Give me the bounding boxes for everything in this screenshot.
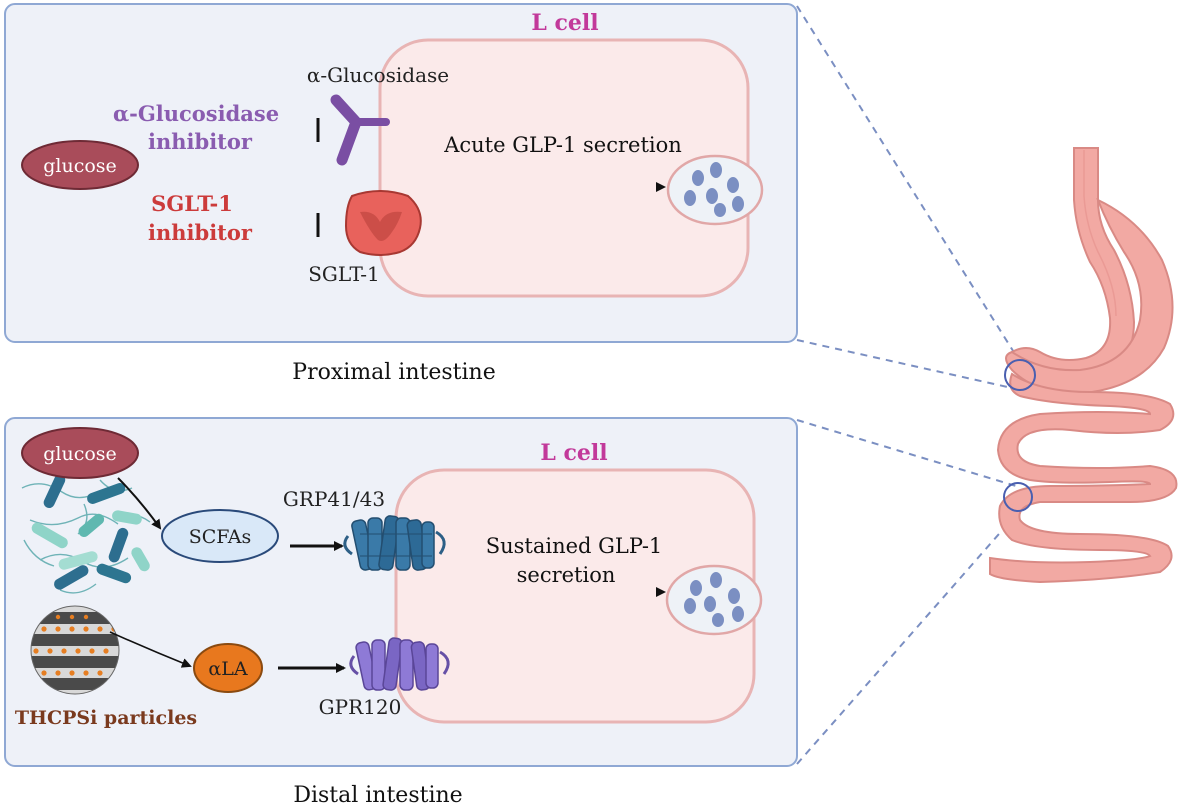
inhibition-line-alpha bbox=[232, 118, 320, 142]
scfa-label: SCFAs bbox=[189, 526, 252, 548]
distal-intestine-label: Distal intestine bbox=[293, 783, 462, 808]
glucose-top-icon: glucose bbox=[21, 140, 139, 190]
ala-label: αLA bbox=[208, 658, 247, 680]
proximal-zoom-circle bbox=[1004, 359, 1036, 391]
proximal-panel: L cell α-Glucosidase α-Glucosidase inhib… bbox=[4, 3, 798, 343]
gpr120-label: GPR120 bbox=[319, 695, 402, 719]
zoom-connectors bbox=[796, 5, 1021, 765]
alpha-glucosidase-inhibitor-label-1: α-Glucosidase bbox=[113, 101, 279, 126]
grp41-43-label: GRP41/43 bbox=[283, 487, 385, 511]
scfa-icon: SCFAs bbox=[161, 509, 279, 563]
grp41-43-receptor-icon bbox=[343, 515, 446, 571]
glp1-vesicle-bottom-icon bbox=[665, 564, 763, 636]
glucose-bottom-label: glucose bbox=[43, 443, 117, 465]
digestive-tract-icon bbox=[989, 147, 1178, 584]
proximal-intestine-label: Proximal intestine bbox=[292, 360, 495, 385]
particle-to-ala-arrow bbox=[109, 631, 192, 668]
sglt1-transporter-icon bbox=[344, 190, 422, 256]
glucose-bottom-icon: glucose bbox=[21, 427, 139, 479]
inhibition-line-sglt bbox=[230, 213, 320, 237]
l-cell-label-bottom: L cell bbox=[540, 440, 607, 466]
l-cell-label-top: L cell bbox=[531, 10, 598, 36]
distal-zoom-circle bbox=[1003, 482, 1033, 512]
sustained-secretion-label-1: Sustained GLP-1 bbox=[486, 534, 663, 558]
alpha-glucosidase-label: α-Glucosidase bbox=[307, 63, 449, 87]
ala-icon: αLA bbox=[193, 643, 263, 693]
thcpsi-particle-icon bbox=[30, 605, 120, 695]
gut-bacteria-icon bbox=[21, 474, 151, 594]
alpha-glucosidase-inhibitor-label-2: inhibitor bbox=[148, 129, 253, 154]
sustained-secretion-label-2: secretion bbox=[517, 563, 616, 587]
distal-panel: L cell bbox=[4, 417, 798, 767]
acute-secretion-label: Acute GLP-1 secretion bbox=[443, 133, 682, 157]
glucose-to-scfa-arrow bbox=[117, 477, 162, 530]
gpr120-receptor-icon bbox=[349, 637, 450, 691]
thcpsi-label: THCPSi particles bbox=[15, 707, 197, 729]
alpha-glucosidase-enzyme-icon bbox=[330, 94, 390, 166]
sglt1-inhibitor-label-1: SGLT-1 bbox=[151, 191, 233, 216]
glp1-vesicle-top-icon bbox=[666, 154, 764, 226]
glucose-top-label: glucose bbox=[43, 155, 117, 177]
sglt1-label: SGLT-1 bbox=[308, 262, 380, 286]
